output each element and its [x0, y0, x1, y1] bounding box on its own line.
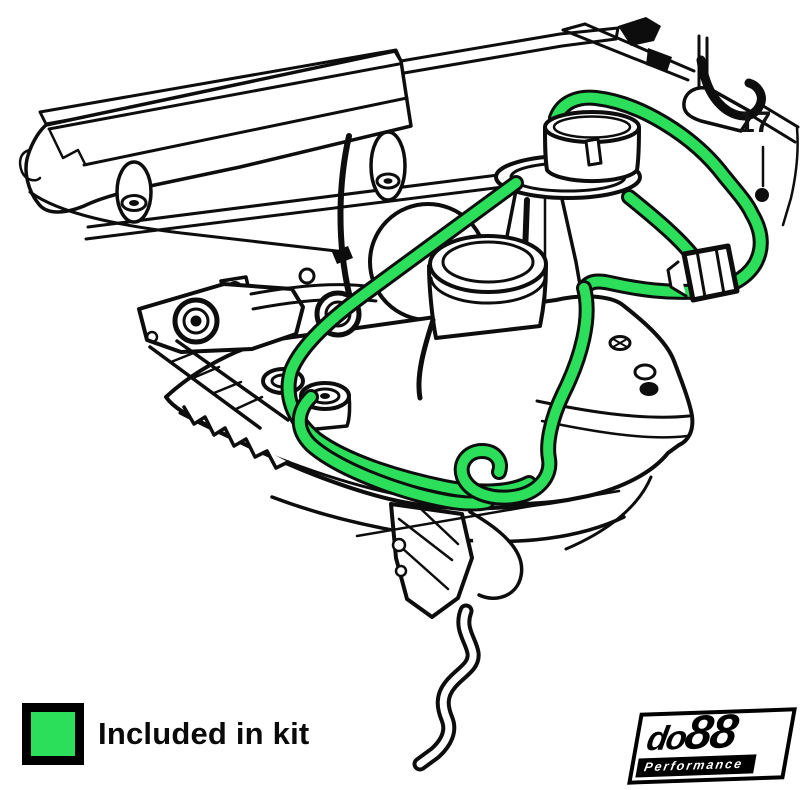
brand-logo-box: do88 Performance	[627, 705, 797, 785]
oil-filter-cylinder	[416, 234, 548, 401]
legend-green-swatch	[22, 703, 84, 765]
drain-hose	[412, 603, 481, 772]
green-hose-down-curl	[453, 280, 595, 506]
green-hose-top	[548, 89, 769, 300]
green-hose-lower	[291, 389, 495, 512]
check-valve	[666, 243, 740, 303]
green-hose-branch	[621, 189, 704, 268]
brand-logo: do88 Performance	[622, 700, 797, 785]
lower-bracket	[355, 489, 621, 619]
legend-label: Included in kit	[98, 716, 310, 751]
callout-dot	[755, 188, 769, 202]
valve-cover-boss	[369, 130, 407, 202]
valve-cover-boss	[115, 160, 153, 224]
manifold-fins	[182, 405, 290, 470]
brand-name-large: 88	[681, 705, 741, 760]
bolt-dot	[633, 363, 657, 381]
legend: Included in kit	[22, 703, 309, 765]
green-hose-long-diagonal	[280, 175, 537, 500]
callout-17	[755, 145, 769, 202]
top-right-frame	[561, 17, 800, 227]
valve-cover	[18, 49, 413, 254]
black-pipe-elbow	[696, 55, 766, 121]
dark-pipe	[337, 133, 353, 301]
brand-tagline: Performance	[635, 754, 757, 778]
bolt-dot	[639, 382, 659, 396]
callout-17-number: 17	[738, 106, 772, 139]
brand-name: do88	[644, 705, 793, 760]
